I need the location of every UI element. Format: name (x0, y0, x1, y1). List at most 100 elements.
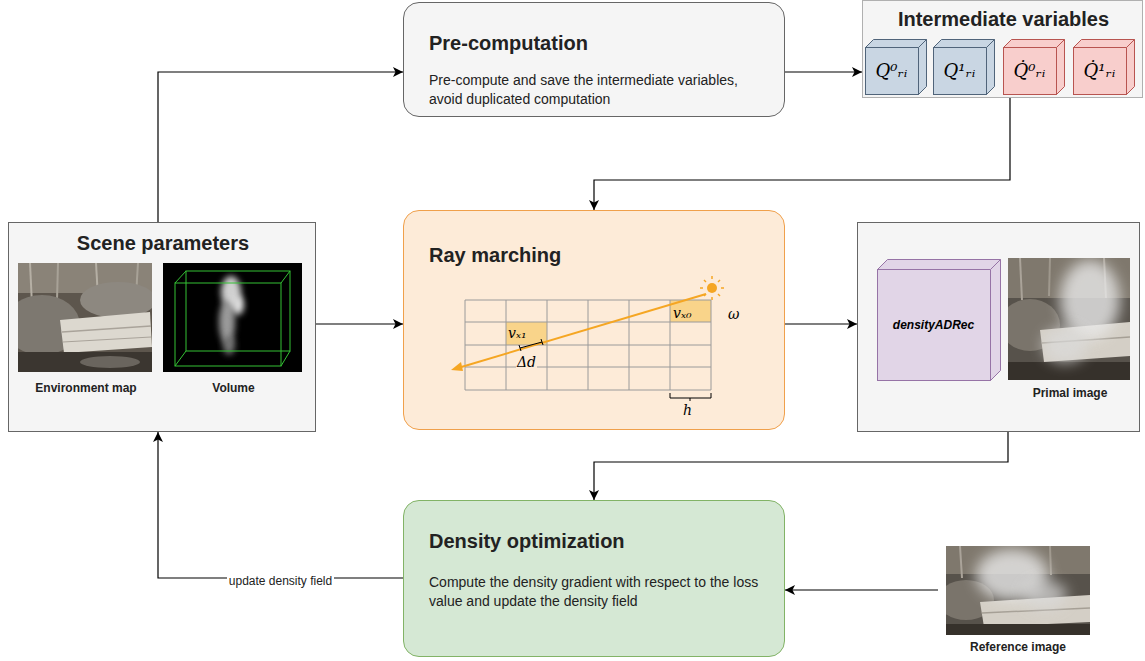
ray-line-part (541, 339, 543, 345)
heading-text: Scene parameters (9, 231, 317, 255)
text-wrap: Environment map (17, 381, 155, 395)
environment-map-image-part (63, 337, 151, 342)
text-wrap: Compute the density gradient with respec… (429, 573, 769, 611)
sun-symbol-part-part (718, 294, 720, 296)
environment-map-image-part (18, 352, 152, 372)
cell-size-bracket-part (711, 393, 712, 398)
variables-panel: Intermediate variablesQ⁰ᵣᵢQ¹ᵣᵢ Q̇⁰ᵣᵢ Q̇¹ᵣᵢ (862, 0, 1143, 98)
heading-text: Primal image (1005, 386, 1135, 400)
primal-image-part (1008, 299, 1060, 351)
environment-map-image-part (96, 263, 98, 298)
text-wrap: Pre-compute and save the intermediate va… (429, 71, 769, 109)
cube-face (866, 40, 927, 48)
cube-face (919, 40, 927, 95)
cube-face (934, 40, 995, 48)
cube-label: Q̇⁰ᵣᵢ (1014, 60, 1046, 81)
primal-image-part (1043, 327, 1087, 363)
cell-size-bracket (670, 393, 711, 401)
ray-marching-grid-part-part (711, 300, 712, 390)
output-panel: Primal image densityADRec (857, 222, 1140, 432)
text-wrap: Scene parameters (9, 231, 317, 255)
cell-size-bracket-part (670, 398, 711, 399)
body-text: Volume (164, 381, 303, 395)
process-box: Density optimizationCompute the density … (403, 500, 785, 657)
cube-face (991, 260, 1001, 381)
process-box: Pre-computationPre-compute and save the … (403, 2, 785, 117)
cube-face (1057, 40, 1065, 95)
ray-marching-grid-part-part (465, 322, 711, 323)
heading-text: Pre-computation (429, 31, 761, 55)
label-wrap: vₓ₀ (672, 304, 706, 322)
heading-text: Density optimization (429, 529, 759, 553)
ray-marching-grid-part-part (670, 300, 671, 390)
primal-image-part (1040, 322, 1130, 362)
text-wrap: Reference image (938, 640, 1098, 654)
volume-image (163, 263, 302, 372)
variable-cube: Q⁰ᵣᵢ (865, 39, 927, 95)
ray-marching-grid-part-part (465, 345, 711, 346)
text-wrap: Volume (164, 381, 303, 395)
volume-image-part (163, 263, 302, 372)
connector-arrow (594, 432, 1008, 500)
label-wrap: h (682, 401, 698, 419)
volume-image-part-part (175, 283, 281, 366)
text-wrap: Pre-computation (429, 31, 761, 55)
ray-marching-grid-part-part (588, 300, 589, 390)
environment-map-image-part (57, 263, 58, 300)
reference-image-part (946, 546, 1090, 635)
body-text: Pre-compute and save the intermediate va… (429, 71, 769, 109)
primal-image (1008, 258, 1130, 380)
cube-label-wrap: densityADRec (877, 269, 990, 380)
ray-marching-grid-part-part (465, 367, 711, 368)
primal-image-part (1104, 258, 1106, 298)
volume-image-part (221, 276, 241, 308)
text-wrap: Density optimization (429, 529, 759, 553)
scene-panel: Scene parametersEnvironment map Volume (8, 222, 316, 432)
connector-arrow (158, 432, 403, 578)
label-wrap: vₓ₁ (507, 324, 539, 342)
text-wrap: Ray marching (429, 243, 729, 267)
body-text: Environment map (17, 381, 155, 395)
ray-marching-grid-part-part (465, 390, 711, 391)
cube-label-wrap: Q¹ᵣᵢ (933, 47, 986, 94)
cell-size-label: h (682, 402, 693, 418)
text-wrap: Intermediate variables (863, 7, 1144, 31)
reference-image-part (980, 595, 1090, 627)
variable-cube: Q̇⁰ᵣᵢ (1003, 39, 1065, 95)
connector-arrow (785, 71, 862, 72)
primal-image-part (1060, 260, 1120, 340)
heading-text: Ray marching (429, 243, 729, 267)
environment-map-image (18, 263, 152, 372)
environment-map-image-part (18, 263, 152, 372)
connector-arrow (785, 589, 938, 590)
reference-image-part (1050, 546, 1051, 575)
ray-marching-grid-part (465, 300, 711, 390)
ray-line (451, 294, 706, 371)
reference-image-part (946, 580, 994, 620)
connector-arrow (316, 323, 403, 324)
direction-label: ω (727, 306, 740, 322)
primal-image-part (1008, 258, 1130, 298)
volume-image-part (219, 300, 235, 344)
cube-face (866, 48, 919, 95)
cube-face (878, 260, 1001, 270)
cube-face (1004, 48, 1057, 95)
sun-symbol-part-part (711, 297, 713, 300)
ray-marching-grid-part-part (506, 300, 507, 390)
reference-image-part (976, 549, 1048, 601)
environment-map-image-part (136, 263, 138, 296)
ray-marching-grid (465, 300, 711, 390)
primal-image-part (1049, 258, 1050, 296)
cube-label-wrap: Q̇⁰ᵣᵢ (1003, 47, 1056, 94)
variable-cube: Q̇¹ᵣᵢ (1073, 39, 1135, 95)
volume-image-part-part (281, 271, 290, 283)
environment-map-image-part (62, 326, 151, 332)
cube-face (1127, 40, 1135, 95)
connector-arrow (785, 323, 857, 324)
sun-symbol-part-part (700, 287, 703, 289)
ray-line-part (458, 294, 706, 368)
environment-map-image-part (18, 263, 152, 293)
primal-image-part (1042, 337, 1130, 343)
environment-map-image-part (18, 295, 80, 355)
sun-symbol-part (700, 276, 724, 300)
